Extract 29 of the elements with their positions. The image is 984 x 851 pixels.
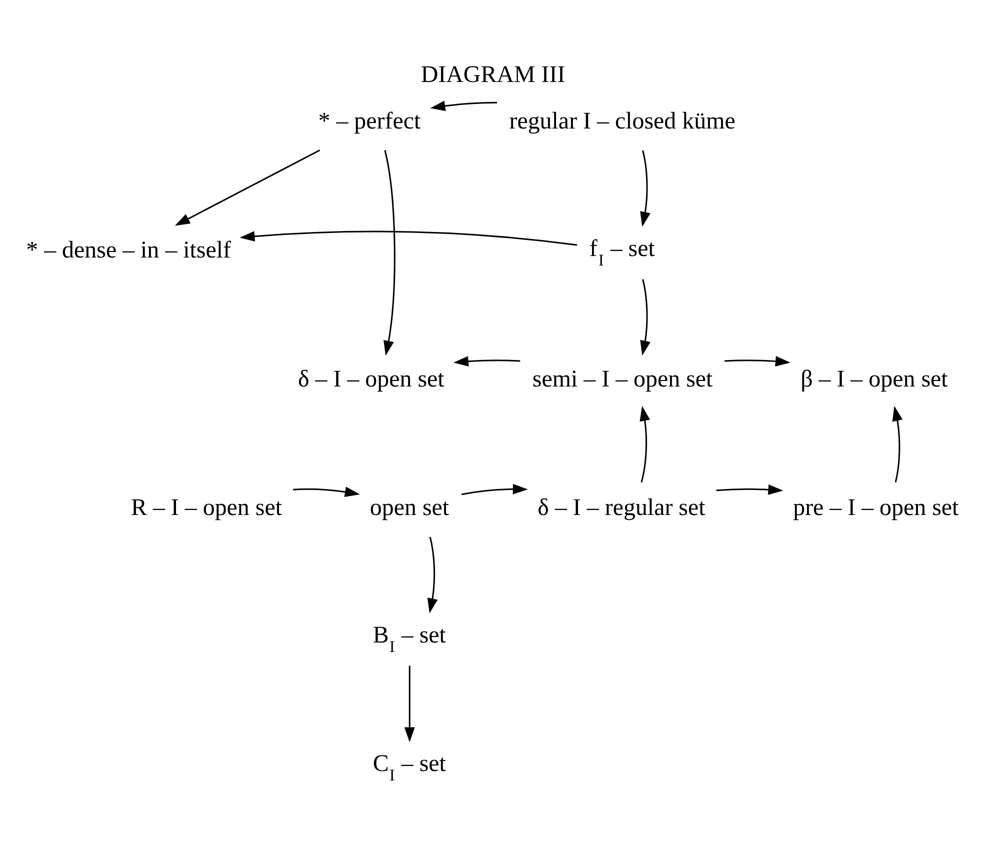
node-text: * – dense – in – itself: [26, 237, 232, 264]
arrow: [404, 666, 415, 742]
arrow: [716, 484, 784, 495]
arrow: [640, 150, 650, 227]
arrow: [640, 406, 650, 482]
node-text: semi – I – open set: [532, 366, 713, 392]
node-text: δ – I – regular set: [538, 495, 706, 522]
node-text: * – perfect: [318, 108, 421, 135]
arrow: [174, 150, 320, 226]
arrow: [892, 406, 903, 482]
arrow: [430, 100, 497, 112]
arrow: [292, 486, 360, 498]
arrow: [427, 536, 438, 614]
arrow: [724, 356, 790, 367]
arrow: [461, 484, 528, 496]
arrow: [240, 230, 578, 246]
node-text: pre – I – open set: [793, 495, 959, 522]
diagram-title: DIAGRAM III: [420, 62, 566, 88]
arrow: [453, 356, 520, 367]
node-text: β – I – open set: [800, 366, 948, 392]
node-text: B$_{I}$ – set: [372, 622, 446, 656]
node-text: regular I – closed küme: [509, 108, 736, 135]
node-text: R – I – open set: [130, 495, 282, 522]
node-text: open set: [370, 495, 450, 522]
arrow: [640, 279, 650, 356]
node-text: f$_{I}$ – set: [589, 236, 655, 270]
arrow: [384, 150, 396, 356]
node-text: C$_{I}$ – set: [372, 751, 446, 785]
node-text: δ – I – open set: [298, 366, 444, 392]
